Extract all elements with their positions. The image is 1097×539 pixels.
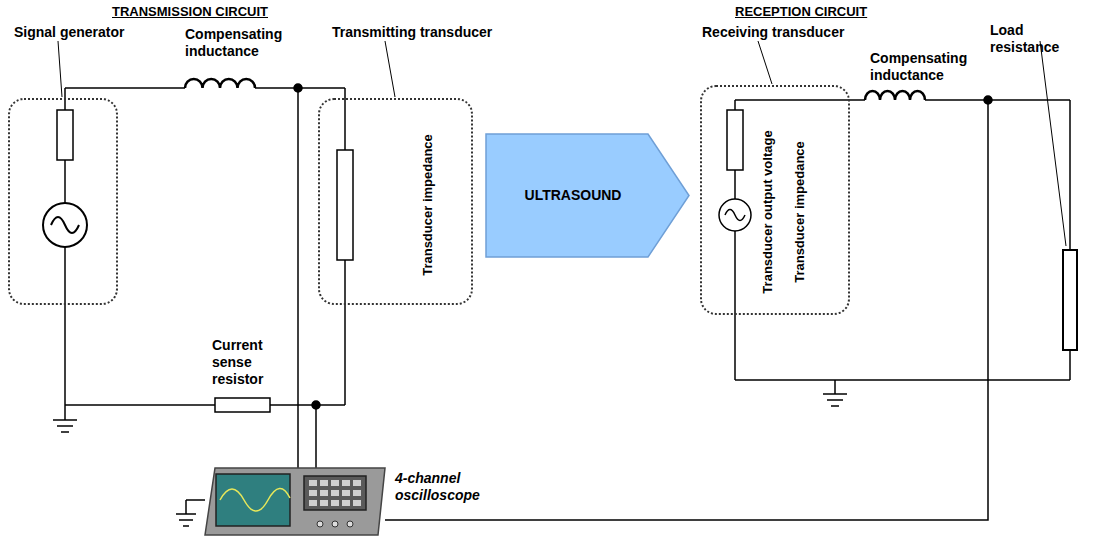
component-label: Transducer output voltage: [759, 130, 776, 293]
transducer-box: Transmitting transducerTransducer impeda…: [318, 98, 473, 305]
arrow-label: ULTRASOUND: [525, 187, 622, 204]
section-heading: RECEPTION CIRCUIT: [735, 3, 935, 20]
part-name: Signal generator: [14, 24, 164, 41]
inductor-symbol: [185, 79, 255, 88]
inductor-symbol: [865, 91, 925, 100]
part-name: Receiving transducer: [702, 24, 892, 41]
section-heading: TRANSMISSION CIRCUIT: [112, 3, 312, 20]
ultrasound-arrow: ULTRASOUND: [485, 133, 690, 258]
ground-symbol: [823, 380, 847, 406]
signal-generator-box: Signal generator: [8, 98, 118, 305]
part-name: Transmitting transducer: [332, 24, 532, 41]
part-name: Compensating inductance: [185, 26, 305, 60]
oscilloscope-picture: [176, 468, 385, 535]
transducer-box: Receiving transducerTransducer output vo…: [700, 85, 850, 315]
part-name: Current sense resistor: [212, 337, 284, 388]
ground-symbol: [53, 420, 77, 432]
part-name: 4-channel oscilloscope: [395, 470, 515, 504]
transducer-impedance-symbol: [727, 110, 743, 170]
part-name: Compensating inductance: [870, 50, 990, 84]
ac-source-symbol: [43, 203, 87, 247]
load-resistor-symbol: [1063, 250, 1077, 350]
source-resistor: [57, 110, 73, 160]
resistor-symbol: [215, 398, 270, 412]
component-label: Transducer impedance: [419, 134, 436, 276]
component-label: Transducer impedance: [791, 141, 808, 283]
junction-dot: [984, 96, 992, 104]
part-name: Load resistance: [990, 22, 1095, 56]
transducer-impedance-symbol: [337, 150, 353, 260]
ac-source-symbol: [719, 199, 751, 231]
